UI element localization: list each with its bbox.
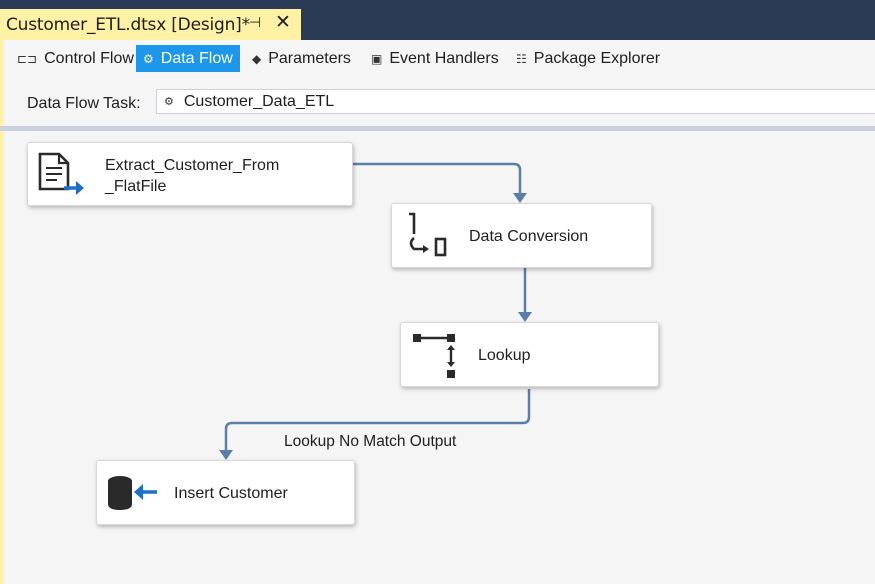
- component-ole-db-destination[interactable]: Insert Customer: [96, 460, 355, 525]
- tab-label: Package Explorer: [533, 49, 661, 67]
- designer-tab-strip: ⊏⊐ Control Flow ⚙ Data Flow ◆ Parameters…: [0, 40, 875, 76]
- event-handlers-icon: ▣: [371, 51, 383, 66]
- canvas-separator: [0, 126, 875, 131]
- data-flow-task-bar: Data Flow Task: ⚙ Customer_Data_ETL: [0, 76, 875, 126]
- component-label: Insert Customer: [174, 485, 288, 502]
- arrowhead-conversion: [513, 193, 527, 203]
- ole-db-destination-icon: [108, 476, 157, 510]
- lookup-icon: [413, 334, 455, 378]
- component-label: Extract_Customer_From _FlatFile: [105, 157, 280, 195]
- tab-data-flow[interactable]: ⚙ Data Flow: [136, 45, 240, 72]
- path-lookup-no-match: [224, 389, 531, 450]
- data-flow-task-icon: ⚙: [164, 95, 174, 108]
- component-label: Lookup: [478, 347, 531, 364]
- arrowhead-destination: [219, 450, 233, 460]
- tab-label: Event Handlers: [389, 49, 499, 67]
- path-source-to-conversion: [353, 162, 522, 193]
- data-flow-task-select[interactable]: ⚙ Customer_Data_ETL: [156, 89, 875, 114]
- component-data-conversion[interactable]: Data Conversion: [391, 203, 652, 268]
- data-conversion-icon: [409, 212, 447, 257]
- tab-parameters[interactable]: ◆ Parameters: [245, 45, 358, 72]
- document-tab-title: Customer_ETL.dtsx [Design]*: [6, 14, 250, 35]
- pin-icon[interactable]: ⊣: [249, 15, 262, 31]
- tab-event-handlers[interactable]: ▣ Event Handlers: [364, 45, 506, 72]
- close-icon[interactable]: ✕: [275, 11, 291, 33]
- tab-control-flow[interactable]: ⊏⊐ Control Flow: [10, 45, 141, 72]
- package-explorer-icon: ☷: [516, 51, 527, 66]
- data-flow-task-value: Customer_Data_ETL: [183, 92, 335, 110]
- tab-label: Control Flow: [44, 49, 134, 67]
- data-flow-task-label: Data Flow Task:: [27, 95, 141, 112]
- arrowhead-lookup: [518, 312, 532, 322]
- data-flow-icon: ⚙: [143, 51, 154, 66]
- document-tab[interactable]: Customer_ETL.dtsx [Design]* ⊣ ✕: [0, 9, 301, 40]
- parameters-icon: ◆: [252, 51, 262, 66]
- tab-label: Data Flow: [160, 49, 233, 67]
- control-flow-icon: ⊏⊐: [17, 51, 38, 66]
- component-label: Data Conversion: [469, 228, 589, 245]
- component-flat-file-source[interactable]: Extract_Customer_From _FlatFile: [27, 142, 353, 206]
- tab-package-explorer[interactable]: ☷ Package Explorer: [509, 45, 667, 72]
- document-tab-bar: Customer_ETL.dtsx [Design]* ⊣ ✕: [0, 0, 875, 40]
- component-lookup[interactable]: Lookup: [400, 322, 659, 387]
- flat-file-source-icon: [38, 152, 84, 195]
- path-label-lookup-no-match[interactable]: Lookup No Match Output: [284, 433, 457, 450]
- tab-label: Parameters: [268, 49, 351, 67]
